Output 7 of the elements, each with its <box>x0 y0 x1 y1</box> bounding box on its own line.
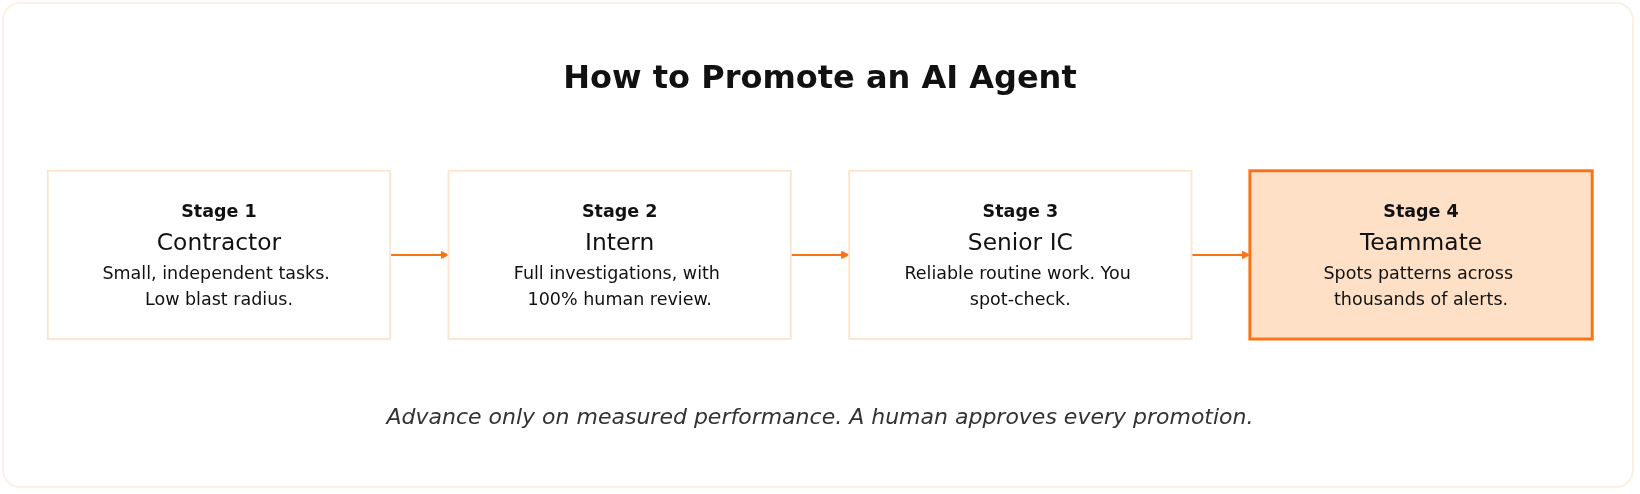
diagram-title: How to Promote an AI Agent <box>562 58 1078 96</box>
node-box <box>1248 169 1594 341</box>
flowchart: Stage 1 Contractor Small, independent tasks. Low blast radius. Stage 2 Intern Full investigations, with 100% human review. Stage 3 Senior IC Reliable routine work. You spot-check. Stage 4 Teammate Spots patterns across thousands of alerts. <box>40 163 1600 347</box>
node-box <box>46 169 392 341</box>
node-box <box>848 169 1193 341</box>
node-box <box>447 169 792 341</box>
caption: Advance only on measured performance. A human approves every promotion. <box>384 404 1255 429</box>
